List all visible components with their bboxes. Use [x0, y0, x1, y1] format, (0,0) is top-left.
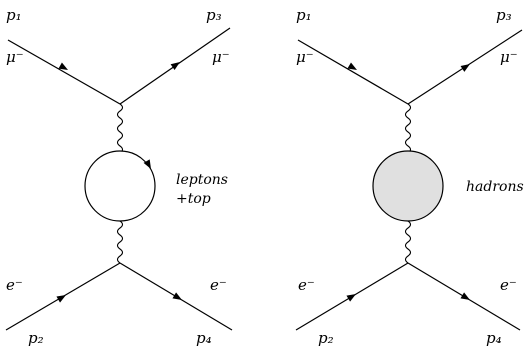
loop-label-line1-left: leptons — [176, 172, 228, 188]
electron-outgoing-arrow-right — [460, 292, 470, 300]
muon-outgoing-arrow-left — [170, 62, 180, 70]
diagram-right: p₁ μ⁻ p₃ μ⁻ e⁻ e⁻ p₂ p₄ hadrons — [295, 6, 524, 347]
loop-label-line2-left: +top — [176, 191, 211, 207]
electron-incoming-arrow-left — [56, 295, 66, 303]
label-p3-right: p₃ — [496, 6, 512, 24]
label-mu-in-right: μ⁻ — [296, 48, 314, 66]
label-e-out-left: e⁻ — [210, 276, 227, 294]
label-mu-in-left: μ⁻ — [6, 48, 24, 66]
electron-incoming-arrow-right — [346, 294, 356, 302]
label-p2-right: p₂ — [318, 329, 334, 347]
muon-outgoing-arrow-right — [460, 64, 470, 72]
label-e-in-right: e⁻ — [298, 276, 315, 294]
photon-bottom-left — [116, 220, 124, 264]
diagram-left: p₁ μ⁻ p₃ μ⁻ e⁻ e⁻ p₂ p₄ leptons +top — [5, 6, 233, 347]
label-p4-right: p₄ — [486, 329, 502, 347]
label-p2-left: p₂ — [28, 329, 44, 347]
muon-incoming-arrow-right — [347, 62, 357, 70]
label-mu-out-right: μ⁻ — [500, 48, 518, 66]
muon-incoming-arrow-left — [58, 62, 68, 70]
label-p4-left: p₄ — [196, 329, 212, 347]
vacuum-polarization-loop-left — [84, 150, 156, 222]
label-p3-left: p₃ — [206, 6, 222, 24]
muon-incoming-line-left — [7, 39, 121, 105]
photon-bottom-right — [404, 220, 412, 264]
loop-label-line1-right: hadrons — [466, 179, 524, 195]
muon-incoming-line-right — [297, 39, 409, 105]
label-e-in-left: e⁻ — [6, 276, 23, 294]
label-p1-left: p₁ — [6, 6, 22, 24]
electron-outgoing-arrow-left — [172, 292, 182, 300]
label-mu-out-left: μ⁻ — [212, 48, 230, 66]
loop-arrow-left — [143, 159, 151, 169]
hadronic-blob-right — [372, 150, 444, 222]
label-e-out-right: e⁻ — [500, 276, 517, 294]
label-p1-right: p₁ — [296, 6, 312, 24]
